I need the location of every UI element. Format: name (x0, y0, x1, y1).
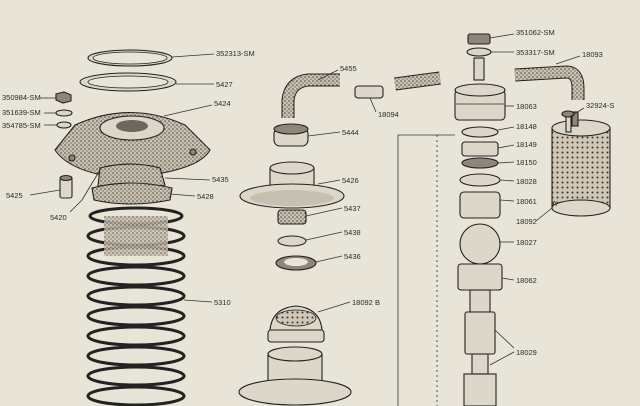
cap-5426-top (269, 161, 315, 175)
left-strut-top-assembly (54, 49, 211, 406)
center-breather-assembly (238, 71, 441, 406)
part-labels: 352313-SM 5427 350984-SM 351639-SM 35478… (2, 28, 614, 357)
label-18093: 18093 (582, 50, 603, 59)
label-5437: 5437 (344, 204, 361, 213)
label-5310: 5310 (214, 298, 231, 307)
label-5425: 5425 (6, 191, 23, 200)
rod-18029 (464, 311, 496, 355)
rod-upper (469, 289, 491, 313)
label-32924: 32924-S (586, 101, 614, 110)
washer-351639 (55, 109, 73, 117)
label-5426: 5426 (342, 176, 359, 185)
ring-5427-hole (87, 75, 169, 89)
label-18092B: 18092 B (352, 298, 380, 307)
label-353317: 353317-SM (516, 48, 555, 57)
stem-top (473, 57, 485, 81)
label-351639: 351639-SM (2, 108, 41, 117)
label-5436: 5436 (344, 252, 361, 261)
lower-housing-top (267, 346, 323, 362)
spring-seat-5428 (91, 182, 173, 205)
nut-350984 (55, 91, 72, 104)
washer-353317 (466, 47, 492, 57)
label-18029: 18029 (516, 348, 537, 357)
body-18061 (459, 191, 501, 219)
washer-18150 (461, 157, 499, 169)
label-5444: 5444 (342, 128, 359, 137)
seal-5436-hole (284, 258, 308, 266)
label-5435: 5435 (212, 175, 229, 184)
leader-lines (29, 33, 585, 366)
top-mount-boss-hole (116, 120, 148, 132)
screw-32924-head (561, 110, 575, 118)
hose-18093 (514, 66, 584, 100)
grommet-5444-top (273, 123, 309, 135)
seat-18149 (461, 141, 499, 157)
cap-5426-flange-shadow (250, 190, 334, 206)
ball-18027 (459, 223, 501, 265)
label-A: A (552, 199, 557, 208)
label-5455: 5455 (340, 64, 357, 73)
label-351062: 351062-SM (516, 28, 555, 37)
label-5420: 5420 (50, 213, 67, 222)
label-18094: 18094 (378, 110, 399, 119)
bolt-5425-head (59, 174, 73, 182)
label-350984: 350984-SM (2, 93, 41, 102)
label-18028: 18028 (516, 177, 537, 186)
circlip-5438 (277, 235, 307, 247)
label-5428: 5428 (197, 192, 214, 201)
sleeve-18062 (457, 263, 503, 291)
label-18063: 18063 (516, 102, 537, 111)
label-18149: 18149 (516, 140, 537, 149)
right-valve-column (397, 33, 611, 406)
coil-spring-5310 (86, 206, 186, 406)
label-5427: 5427 (216, 80, 233, 89)
split-ring-inner (92, 51, 168, 65)
label-352313: 352313-SM (216, 49, 255, 58)
label-5438: 5438 (344, 228, 361, 237)
mount-stud-left (68, 154, 76, 162)
filter-canister-18092 (551, 111, 611, 217)
rod-base (463, 373, 497, 406)
label-18148: 18148 (516, 122, 537, 131)
washer-5437 (277, 209, 307, 225)
lower-housing-flange (238, 378, 352, 406)
housing-18063-top (454, 83, 506, 97)
ring-18148 (461, 126, 499, 138)
spring-shaded-core (104, 216, 168, 256)
label-354785: 354785-SM (2, 121, 41, 130)
label-5424: 5424 (214, 99, 231, 108)
label-18092: 18092 (516, 217, 537, 226)
top-mount-5424 (54, 112, 211, 179)
label-18062: 18062 (516, 276, 537, 285)
label-18027: 18027 (516, 238, 537, 247)
rod-lower (471, 353, 489, 375)
mount-stud-right (189, 148, 197, 156)
label-18061: 18061 (516, 197, 537, 206)
washer-354785 (56, 121, 72, 129)
nut-351062 (467, 33, 491, 45)
filter-cap-base (267, 329, 325, 343)
pipe-18094 (354, 85, 384, 99)
label-18150: 18150 (516, 158, 537, 167)
ring-18028 (459, 173, 501, 187)
filter-cap-holes (275, 309, 317, 327)
